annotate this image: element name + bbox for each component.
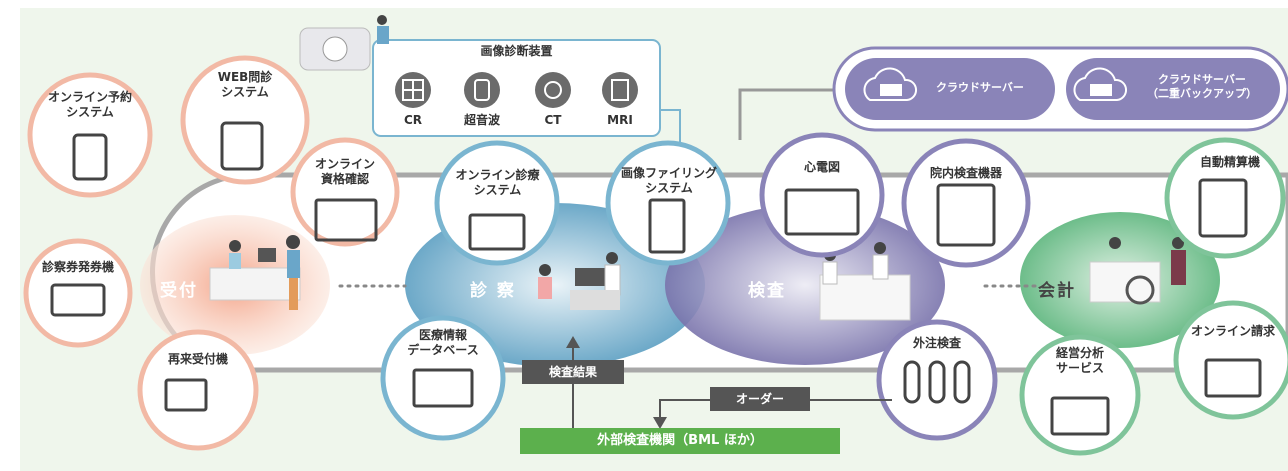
test-tube-icon xyxy=(903,360,921,404)
cloud-backup-icon xyxy=(1073,67,1127,101)
tablet-calendar-icon xyxy=(72,133,108,181)
device-label-ct: CT xyxy=(544,113,562,127)
ct-scanner-illustration-icon xyxy=(299,15,389,71)
reception-scene-icon xyxy=(209,235,301,310)
device-mri-icon xyxy=(602,72,638,108)
video-call-monitor-icon xyxy=(468,213,526,251)
label-filing: 画像ファイリング システム xyxy=(620,166,717,195)
lab-analyzer-icon xyxy=(936,183,996,247)
device-label-cr: CR xyxy=(403,113,423,127)
device-label-ultrasound: 超音波 xyxy=(463,113,500,127)
label-innai: 院内検査機器 xyxy=(929,166,1002,180)
label-saiurai: 再来受付機 xyxy=(167,352,228,366)
database-monitor-icon xyxy=(412,368,474,408)
reception-machine-icon xyxy=(164,378,208,412)
label-online-shikaku: オンライン 資格確認 xyxy=(314,157,375,186)
imaging-equipment-box xyxy=(372,39,661,137)
cloud-primary-label: クラウドサーバー xyxy=(936,81,1024,94)
payment-machine-icon xyxy=(1198,178,1248,238)
circle-online-shinryo xyxy=(434,140,560,266)
device-ultrasound-icon xyxy=(464,72,500,108)
device-label-mri: MRI xyxy=(607,113,633,127)
id-card-icon xyxy=(314,198,378,242)
label-online-seikyu: オンライン請求 xyxy=(1190,324,1275,338)
zone-shinsatsu-label: 診 察 xyxy=(470,281,516,301)
cashier-scene-icon xyxy=(1089,237,1186,305)
result-tag: 検査結果 xyxy=(522,360,624,384)
order-arrowhead-icon xyxy=(653,417,667,429)
zone-kensa-label: 検査 xyxy=(748,281,786,301)
ecg-monitor-icon xyxy=(784,188,860,236)
circle-gaichu xyxy=(876,319,998,441)
label-shinsatsuken: 診察券発券機 xyxy=(41,260,114,274)
device-ct-icon xyxy=(535,72,571,108)
label-gaichu: 外注検査 xyxy=(912,336,961,350)
circle-iryo-db xyxy=(380,315,506,441)
cloud-icon xyxy=(863,67,917,101)
test-tube-icon-2 xyxy=(928,360,946,404)
exam-scene-icon xyxy=(538,252,621,310)
order-arrow-line xyxy=(659,399,892,420)
test-tube-icon-3 xyxy=(953,360,971,404)
circle-innai xyxy=(901,138,1031,268)
order-tag: オーダー xyxy=(710,387,810,411)
cloud-connector xyxy=(738,88,840,140)
ticket-machine-icon xyxy=(50,283,106,317)
device-cr-icon xyxy=(395,72,431,108)
circle-online-shikaku xyxy=(290,137,400,247)
zone-kaikei-label: 会計 xyxy=(1038,281,1076,301)
result-arrowhead-icon xyxy=(566,336,580,348)
cloud-server-backup xyxy=(1066,58,1280,120)
imaging-title: 画像診断装置 xyxy=(480,44,553,58)
billing-monitor-icon xyxy=(1204,358,1262,398)
cloud-backup-label: クラウドサーバー （二重バックアップ） xyxy=(1147,73,1257,100)
analytics-monitor-icon xyxy=(1050,396,1110,436)
label-web-monshin: WEB問診 システム xyxy=(217,70,273,99)
tablet-form-icon xyxy=(220,121,264,171)
label-online-reserve: オンライン予約 システム xyxy=(47,90,132,119)
label-iryo-db: 医療情報 データベース xyxy=(407,328,479,357)
external-lab-bar: 外部検査機関（BML ほか） xyxy=(520,428,840,454)
cloud-server-primary xyxy=(845,58,1055,120)
zone-uketsuke-label: 受付 xyxy=(160,281,198,301)
label-jido: 自動精算機 xyxy=(1199,155,1260,169)
imaging-connector xyxy=(660,109,681,150)
circle-web-monshin xyxy=(180,55,310,185)
circle-ecg xyxy=(759,132,885,258)
label-ecg: 心電図 xyxy=(803,160,840,174)
circle-saiurai xyxy=(137,329,259,451)
label-online-shinryo: オンライン診療 システム xyxy=(455,168,540,197)
circle-filing xyxy=(605,140,731,266)
label-keiei: 経営分析 サービス xyxy=(1055,346,1104,375)
circle-shinsatsuken xyxy=(23,238,133,348)
xray-film-icon xyxy=(648,198,686,254)
circle-jido xyxy=(1164,137,1286,259)
